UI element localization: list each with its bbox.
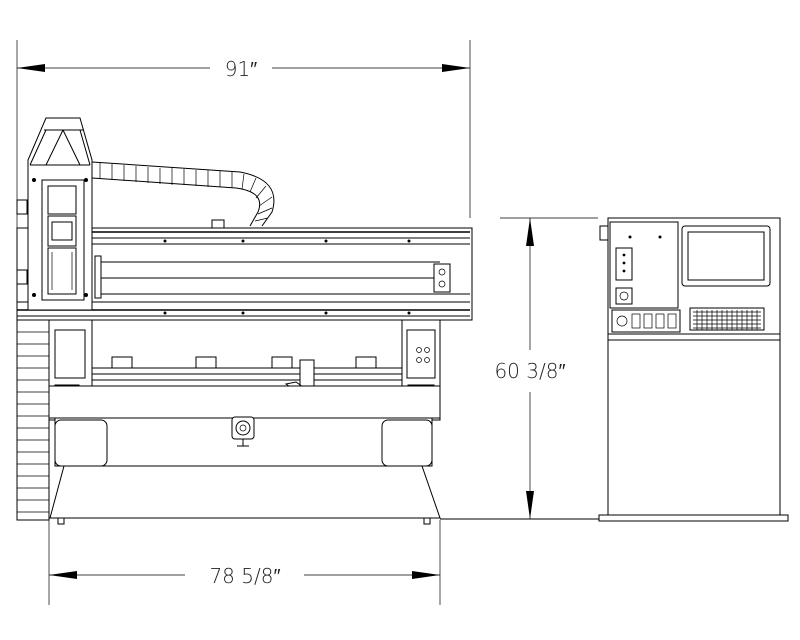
base-width-label: 78 5/8″ [209, 564, 280, 588]
console-monitor [681, 225, 771, 287]
left-side-column [16, 319, 50, 521]
height-label: 60 3/8″ [494, 359, 565, 383]
spindle-carriage [16, 117, 93, 311]
base-width-dimension: 78 5/8″ [48, 520, 441, 605]
control-console [598, 217, 789, 522]
cable-carrier-chain [91, 161, 275, 229]
cnc-router-machine [16, 117, 788, 525]
console-keyboard [689, 307, 765, 331]
height-dimension: 60 3/8″ [440, 217, 610, 520]
overall-width-label: 91″ [225, 57, 258, 81]
machine-base [48, 385, 441, 525]
console-control-panel [609, 221, 679, 309]
console-switch-strip [611, 309, 681, 333]
gantry-beam [16, 227, 473, 321]
